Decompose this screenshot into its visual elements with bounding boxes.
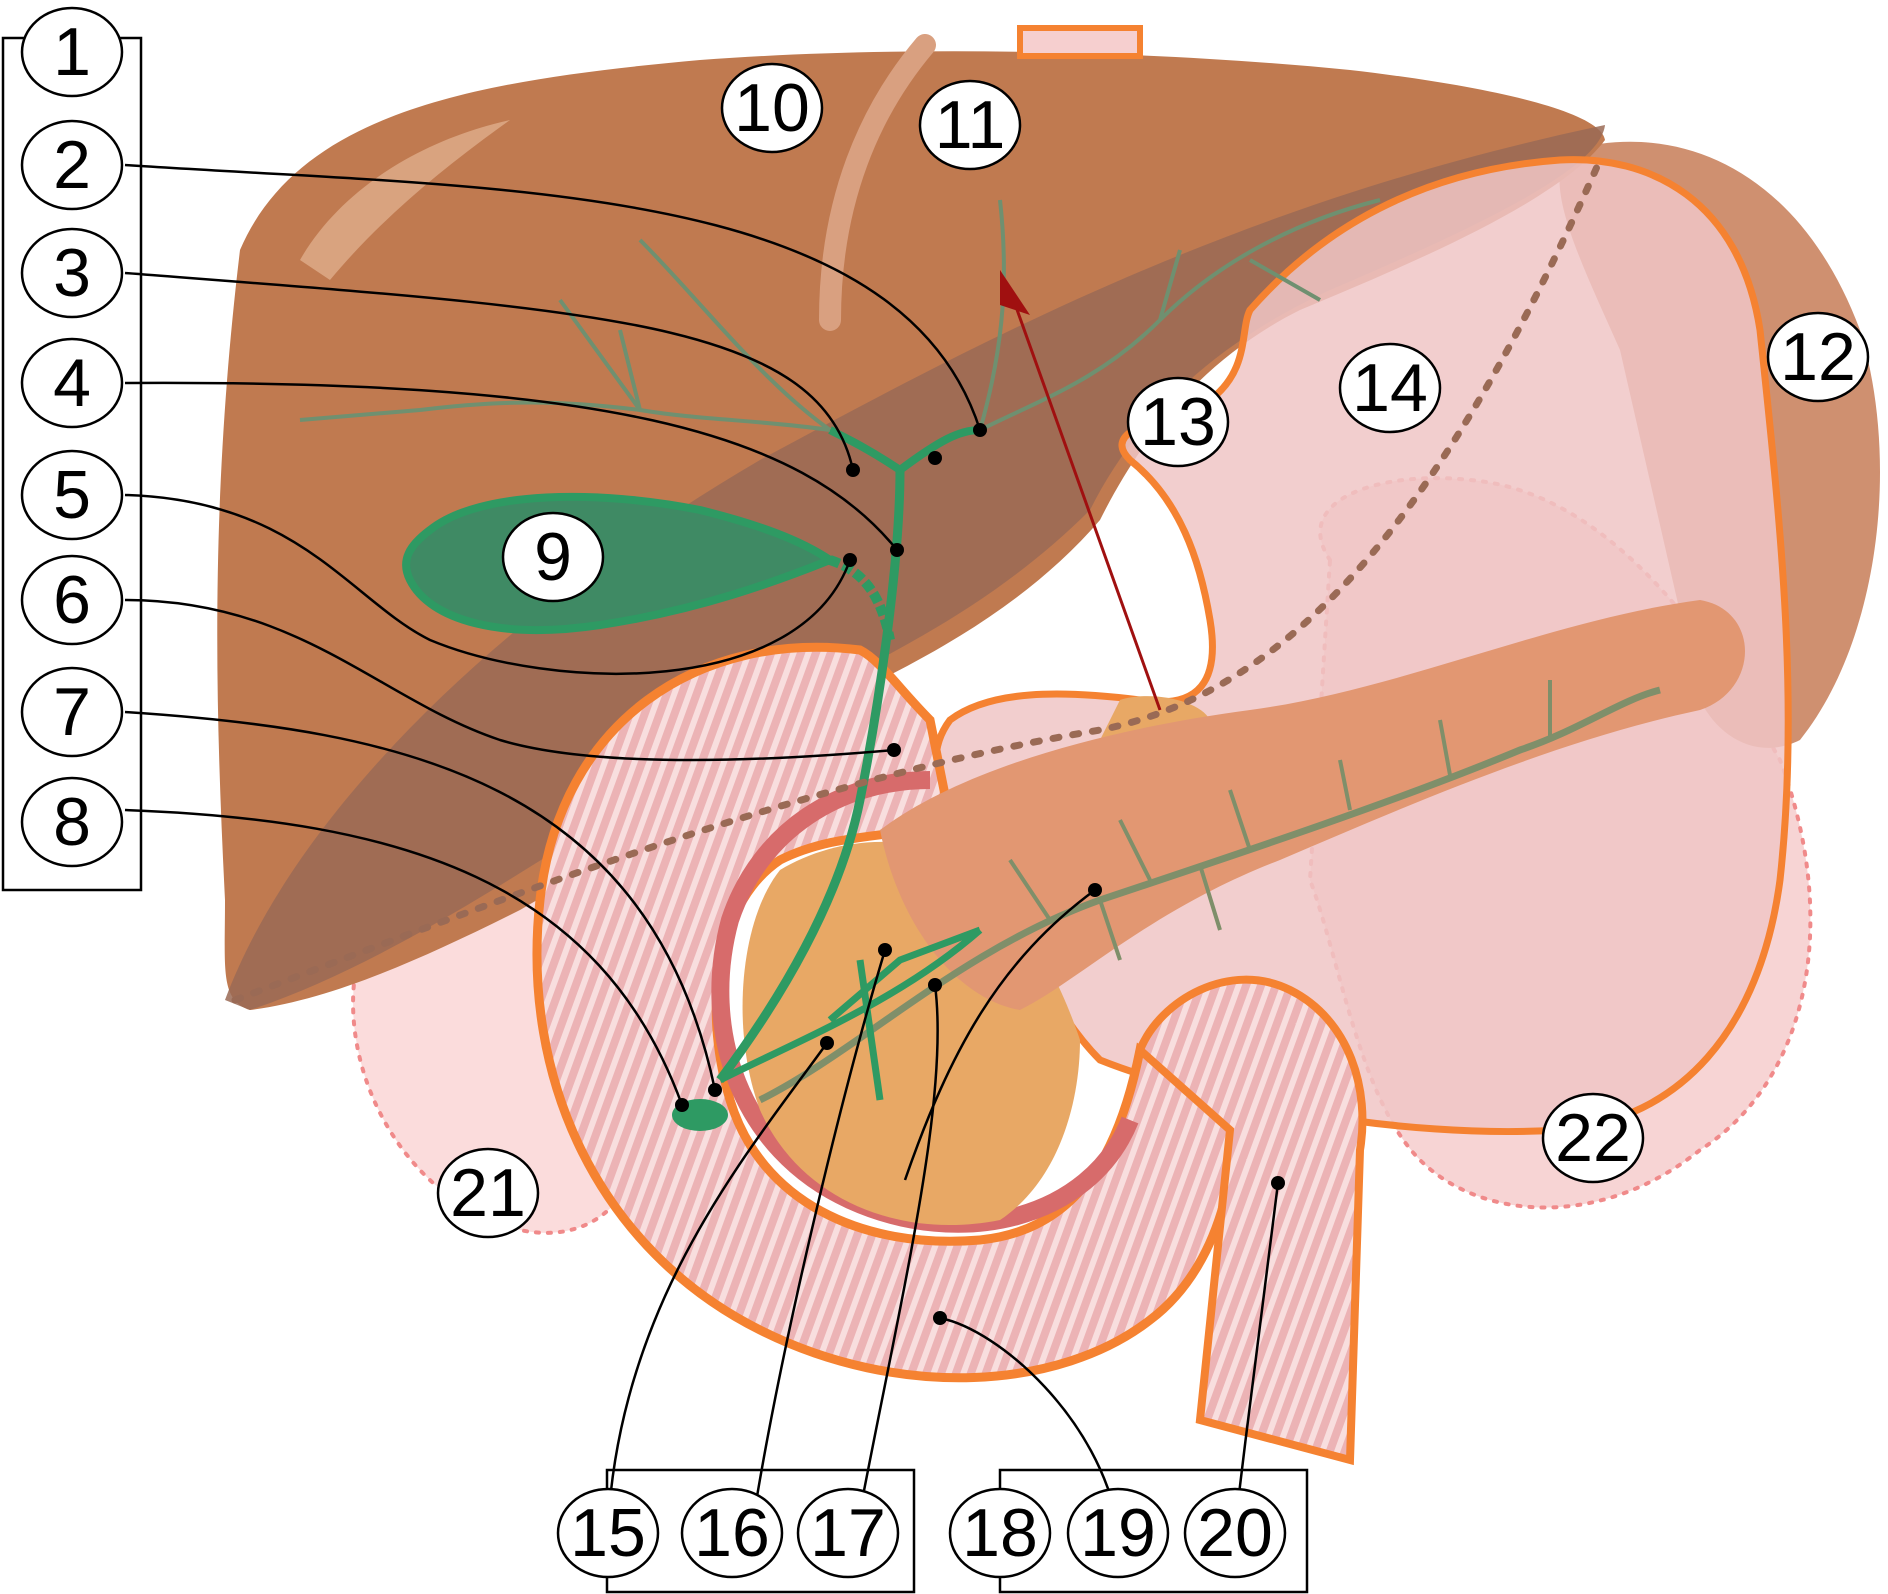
label-text-17: 17 bbox=[810, 1495, 886, 1571]
dot-8 bbox=[675, 1098, 689, 1112]
label-badge-17: 17 bbox=[796, 1487, 900, 1579]
common-bile-duct bbox=[716, 469, 905, 1083]
direction-arrow-line bbox=[1008, 289, 1162, 711]
label-badge-8: 8 bbox=[20, 776, 124, 868]
label-text-15: 15 bbox=[570, 1495, 646, 1571]
leader-3 bbox=[124, 271, 855, 471]
esophagus bbox=[1017, 25, 1143, 59]
label-badge-11: 11 bbox=[918, 79, 1022, 171]
leader-15 bbox=[606, 1042, 829, 1528]
liver-highlight bbox=[300, 120, 510, 280]
label-badge-9: 9 bbox=[501, 511, 605, 603]
dot-3 bbox=[846, 463, 860, 477]
label-badge-10: 10 bbox=[720, 62, 824, 154]
pancreatic-duct-branches bbox=[1008, 680, 1552, 961]
round-ligament bbox=[819, 34, 936, 331]
leader-17b bbox=[903, 888, 1096, 1181]
label-text-8: 8 bbox=[53, 784, 91, 860]
label-badge-18: 18 bbox=[948, 1487, 1052, 1579]
label-badge-2: 2 bbox=[20, 119, 124, 211]
dot-6 bbox=[887, 743, 901, 757]
dot-4 bbox=[890, 543, 904, 557]
dot-3b bbox=[928, 451, 942, 465]
label-text-7: 7 bbox=[53, 674, 91, 750]
transpyloric-line bbox=[231, 156, 1604, 1004]
label-text-20: 20 bbox=[1197, 1495, 1273, 1571]
label-text-6: 6 bbox=[53, 562, 91, 638]
pancreatic-duct bbox=[758, 686, 1661, 1104]
label-badge-19: 19 bbox=[1066, 1487, 1170, 1579]
direction-arrow-head bbox=[1000, 270, 1030, 315]
label-text-2: 2 bbox=[53, 127, 91, 203]
label-text-18: 18 bbox=[962, 1495, 1038, 1571]
dot-15 bbox=[820, 1036, 834, 1050]
dot-19 bbox=[933, 1311, 947, 1325]
label-text-12: 12 bbox=[1780, 319, 1856, 395]
label-badge-5: 5 bbox=[20, 449, 124, 541]
label-badge-16: 16 bbox=[680, 1487, 784, 1579]
label-text-21: 21 bbox=[450, 1155, 526, 1231]
label-text-19: 19 bbox=[1080, 1495, 1156, 1571]
leader-5 bbox=[124, 493, 852, 675]
leader-4 bbox=[124, 381, 898, 551]
leader-17 bbox=[855, 984, 939, 1528]
leader-2 bbox=[124, 163, 982, 431]
dot-17 bbox=[928, 978, 942, 992]
label-text-10: 10 bbox=[734, 70, 810, 146]
pancreatic-duct-head bbox=[718, 926, 983, 1101]
label-text-9: 9 bbox=[534, 519, 572, 595]
label-badge-3: 3 bbox=[20, 227, 124, 319]
pancreas-body bbox=[880, 600, 1745, 1010]
leader-16 bbox=[750, 949, 887, 1528]
label-text-3: 3 bbox=[53, 235, 91, 311]
label-badge-1: 1 bbox=[20, 6, 124, 98]
label-badge-15: 15 bbox=[556, 1487, 660, 1579]
label-text-11: 11 bbox=[935, 87, 1006, 163]
duodenum-inner-wall bbox=[711, 771, 1139, 1233]
label-text-16: 16 bbox=[694, 1495, 770, 1571]
intrahepatic-ducts bbox=[299, 198, 1381, 432]
label-text-14: 14 bbox=[1352, 350, 1428, 426]
dot-17b bbox=[1088, 883, 1102, 897]
label-badge-12: 12 bbox=[1766, 311, 1870, 403]
label-badge-13: 13 bbox=[1126, 376, 1230, 468]
label-badge-4: 4 bbox=[20, 337, 124, 429]
label-text-13: 13 bbox=[1140, 384, 1216, 460]
label-text-4: 4 bbox=[53, 345, 91, 421]
label-badge-21: 21 bbox=[436, 1147, 540, 1239]
dot-20 bbox=[1271, 1176, 1285, 1190]
label-badge-7: 7 bbox=[20, 666, 124, 758]
label-badge-14: 14 bbox=[1338, 342, 1442, 434]
label-text-5: 5 bbox=[53, 457, 91, 533]
label-badge-22: 22 bbox=[1541, 1092, 1645, 1184]
label-badge-6: 6 bbox=[20, 554, 124, 646]
label-badge-20: 20 bbox=[1183, 1487, 1287, 1579]
dot-2 bbox=[973, 423, 987, 437]
label-text-22: 22 bbox=[1555, 1100, 1631, 1176]
dot-7 bbox=[708, 1083, 722, 1097]
dot-5 bbox=[843, 553, 857, 567]
leader-6 bbox=[124, 598, 895, 762]
cystic-duct bbox=[828, 555, 895, 641]
leader-20 bbox=[1233, 1182, 1280, 1528]
leader-8 bbox=[124, 808, 684, 1106]
leader-19 bbox=[939, 1316, 1120, 1528]
jejunum bbox=[1135, 975, 1367, 1466]
dot-16 bbox=[878, 943, 892, 957]
label-text-1: 1 bbox=[53, 14, 91, 90]
leader-7 bbox=[124, 710, 717, 1091]
